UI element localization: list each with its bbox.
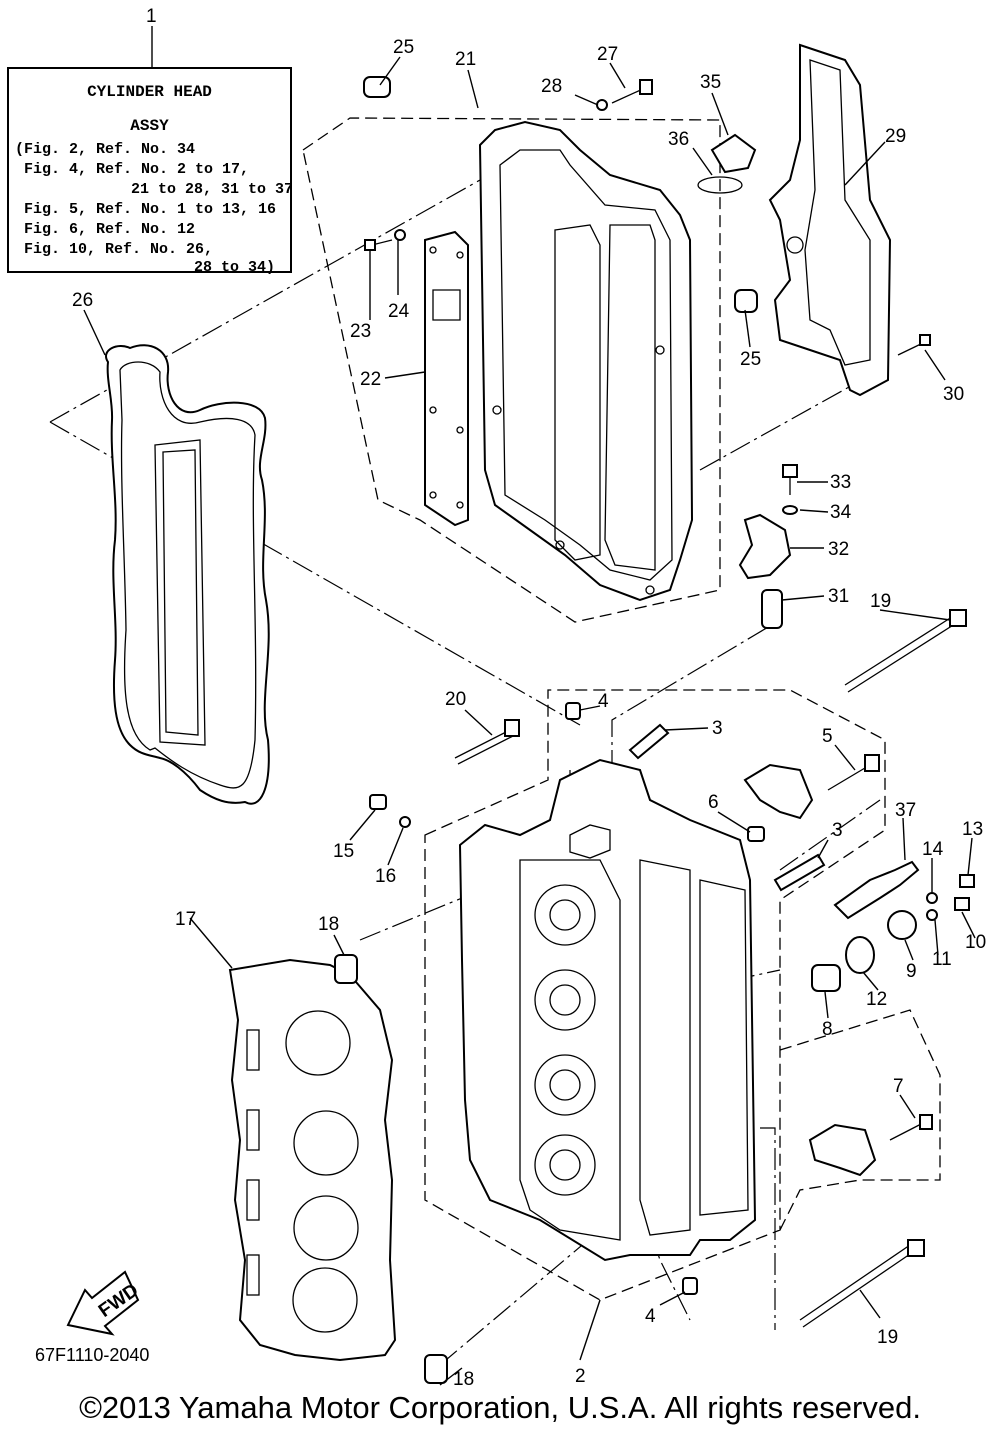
legend-line-6: Fig. 10, Ref. No. 26,: [15, 241, 214, 258]
diagram-code: 67F1110-2040: [35, 1345, 150, 1365]
callouts: 1 25 21 27 28 35 36 29 24 23 22 26 25 30…: [72, 6, 986, 1390]
callout-34: 34: [830, 502, 852, 523]
legend-title-1: CYLINDER HEAD: [87, 83, 212, 101]
copyright-notice: ©2013 Yamaha Motor Corporation, U.S.A. A…: [79, 1390, 921, 1425]
callout-11: 11: [932, 949, 952, 970]
callout-3b: 3: [832, 820, 843, 841]
callout-18a: 18: [318, 914, 339, 935]
bracket-29: [768, 43, 892, 397]
legend-line-3: 21 to 28, 31 to 37: [131, 181, 294, 198]
assembly-legend-box: CYLINDER HEAD ASSY (Fig. 2, Ref. No. 34 …: [7, 67, 294, 276]
callout-36: 36: [668, 129, 689, 150]
callout-5: 5: [822, 726, 833, 747]
plate-22: [424, 230, 469, 527]
callout-35: 35: [700, 72, 721, 93]
head-gasket-17: [228, 958, 397, 1362]
callout-18b: 18: [453, 1369, 474, 1390]
callout-17: 17: [175, 909, 196, 930]
callout-30: 30: [943, 384, 964, 405]
gasket-26: [105, 344, 270, 805]
callout-20: 20: [445, 689, 466, 710]
callout-24: 24: [388, 301, 410, 322]
callout-10: 10: [965, 932, 986, 953]
legend-line-5: Fig. 6, Ref. No. 12: [15, 221, 196, 238]
callout-28: 28: [541, 76, 562, 97]
center-line-3: [699, 381, 859, 471]
legend-line-2: Fig. 4, Ref. No. 2 to 17,: [15, 161, 250, 178]
center-line-5: [439, 1229, 601, 1366]
legend-line-1: (Fig. 2, Ref. No. 34: [15, 141, 196, 158]
center-line-8: [760, 1127, 776, 1330]
cover-21: [478, 120, 694, 602]
legend-line-4: Fig. 5, Ref. No. 1 to 13, 16: [15, 201, 277, 218]
cover-group-outline: [302, 117, 721, 623]
callout-19a: 19: [870, 591, 891, 612]
center-line-2: [49, 421, 581, 726]
callout-31: 31: [828, 586, 849, 607]
callout-25b: 25: [740, 349, 761, 370]
legend-title-2: ASSY: [130, 117, 169, 135]
callout-1: 1: [146, 6, 157, 27]
callout-4a: 4: [598, 691, 609, 712]
callout-37: 37: [895, 800, 916, 821]
callout-29: 29: [885, 126, 906, 147]
callout-16: 16: [375, 866, 396, 887]
cylinder-head-2: [458, 758, 757, 1262]
callout-3a: 3: [712, 718, 723, 739]
callout-21: 21: [455, 49, 476, 70]
callout-19b: 19: [877, 1327, 898, 1348]
callout-25a: 25: [393, 37, 414, 58]
callout-15: 15: [333, 841, 354, 862]
callout-12: 12: [866, 989, 887, 1010]
callout-8: 8: [822, 1019, 833, 1040]
callout-13: 13: [962, 819, 983, 840]
center-line-10: [779, 799, 881, 871]
callout-9: 9: [906, 961, 917, 982]
callout-23: 23: [350, 321, 371, 342]
callout-2: 2: [575, 1366, 586, 1387]
callout-27: 27: [597, 44, 618, 65]
sensor-group-outline: [779, 1009, 941, 1231]
callout-22: 22: [360, 369, 381, 390]
callout-4b: 4: [645, 1306, 656, 1327]
callout-14: 14: [922, 839, 944, 860]
callout-7: 7: [893, 1076, 904, 1097]
leader-lines: [83, 26, 976, 1386]
small-parts: [334, 76, 975, 1384]
callout-6: 6: [708, 792, 719, 813]
callout-32: 32: [828, 539, 849, 560]
callout-33: 33: [830, 472, 851, 493]
legend-line-7: 28 to 34): [194, 259, 276, 276]
fwd-arrow: FWD: [66, 1270, 142, 1336]
callout-26: 26: [72, 290, 93, 311]
